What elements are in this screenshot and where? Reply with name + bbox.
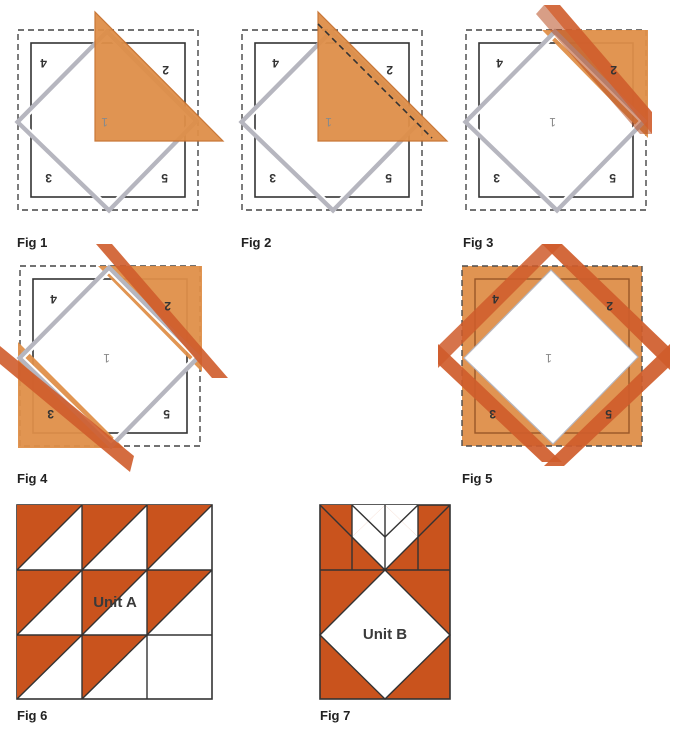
fig1-caption: Fig 1	[17, 235, 47, 250]
section-number-4: 4	[40, 56, 47, 70]
strip-top-right	[542, 244, 670, 370]
fabric-strip-edge	[536, 5, 652, 134]
figure-3: 4 2 3 5 1	[462, 5, 652, 214]
fabric-strip-top	[96, 244, 228, 378]
section-number-2: 2	[606, 299, 613, 313]
section-number-3: 3	[493, 171, 500, 185]
section-number-4: 4	[492, 292, 499, 306]
figure-2: 4 2 3 5 1	[238, 10, 449, 214]
section-number-3: 3	[489, 407, 496, 421]
section-number-5: 5	[163, 407, 170, 421]
figure-1: 4 2 3 5 1	[14, 10, 225, 214]
section-number-4: 4	[272, 56, 279, 70]
fig5-caption: Fig 5	[462, 471, 492, 486]
section-number-4: 4	[50, 292, 57, 306]
unit-b-diamond	[319, 569, 451, 700]
seam-line	[317, 23, 433, 139]
fig7-caption: Fig 7	[320, 708, 350, 723]
diamond-edge	[463, 269, 639, 445]
fig4-caption: Fig 4	[17, 471, 48, 486]
unit-a-label: Unit A	[93, 594, 137, 611]
fig2-caption: Fig 2	[241, 235, 271, 250]
section-number-3: 3	[47, 407, 54, 421]
strip-top-left	[438, 244, 562, 368]
fabric-triangle	[317, 10, 449, 142]
fig3-caption: Fig 3	[463, 235, 493, 250]
section-number-2: 2	[386, 63, 393, 77]
section-number-1: 1	[545, 351, 552, 365]
section-number-2: 2	[610, 63, 617, 77]
strip-bottom-right	[544, 344, 670, 466]
section-number-1: 1	[549, 115, 556, 129]
fabric-strip-bottom	[0, 346, 134, 472]
fabric-triangle	[94, 10, 225, 142]
figure-4: 4 2 3 5 1	[0, 244, 228, 472]
fabric-corner-3	[18, 342, 124, 448]
figure-7-block: Unit B	[319, 504, 451, 700]
section-number-3: 3	[269, 171, 276, 185]
section-number-5: 5	[385, 171, 392, 185]
section-number-1: 1	[325, 115, 332, 129]
strip-bottom-left	[438, 344, 562, 462]
fig6-caption: Fig 6	[17, 708, 47, 723]
section-number-1: 1	[103, 351, 110, 365]
section-number-2: 2	[164, 299, 171, 313]
top-center-white-left	[352, 505, 385, 570]
section-number-5: 5	[605, 407, 612, 421]
figure-6-grid: Unit A	[16, 504, 213, 700]
section-number-2: 2	[162, 63, 169, 77]
section-number-5: 5	[609, 171, 616, 185]
unit-b-label: Unit B	[363, 626, 407, 643]
section-number-4: 4	[496, 56, 503, 70]
top-center-white-right	[385, 505, 418, 570]
section-number-5: 5	[161, 171, 168, 185]
fabric-corner-2	[98, 266, 202, 372]
section-number-3: 3	[45, 171, 52, 185]
section-number-1: 1	[101, 115, 108, 129]
figure-5: 4 2 3 5 1	[438, 244, 670, 466]
